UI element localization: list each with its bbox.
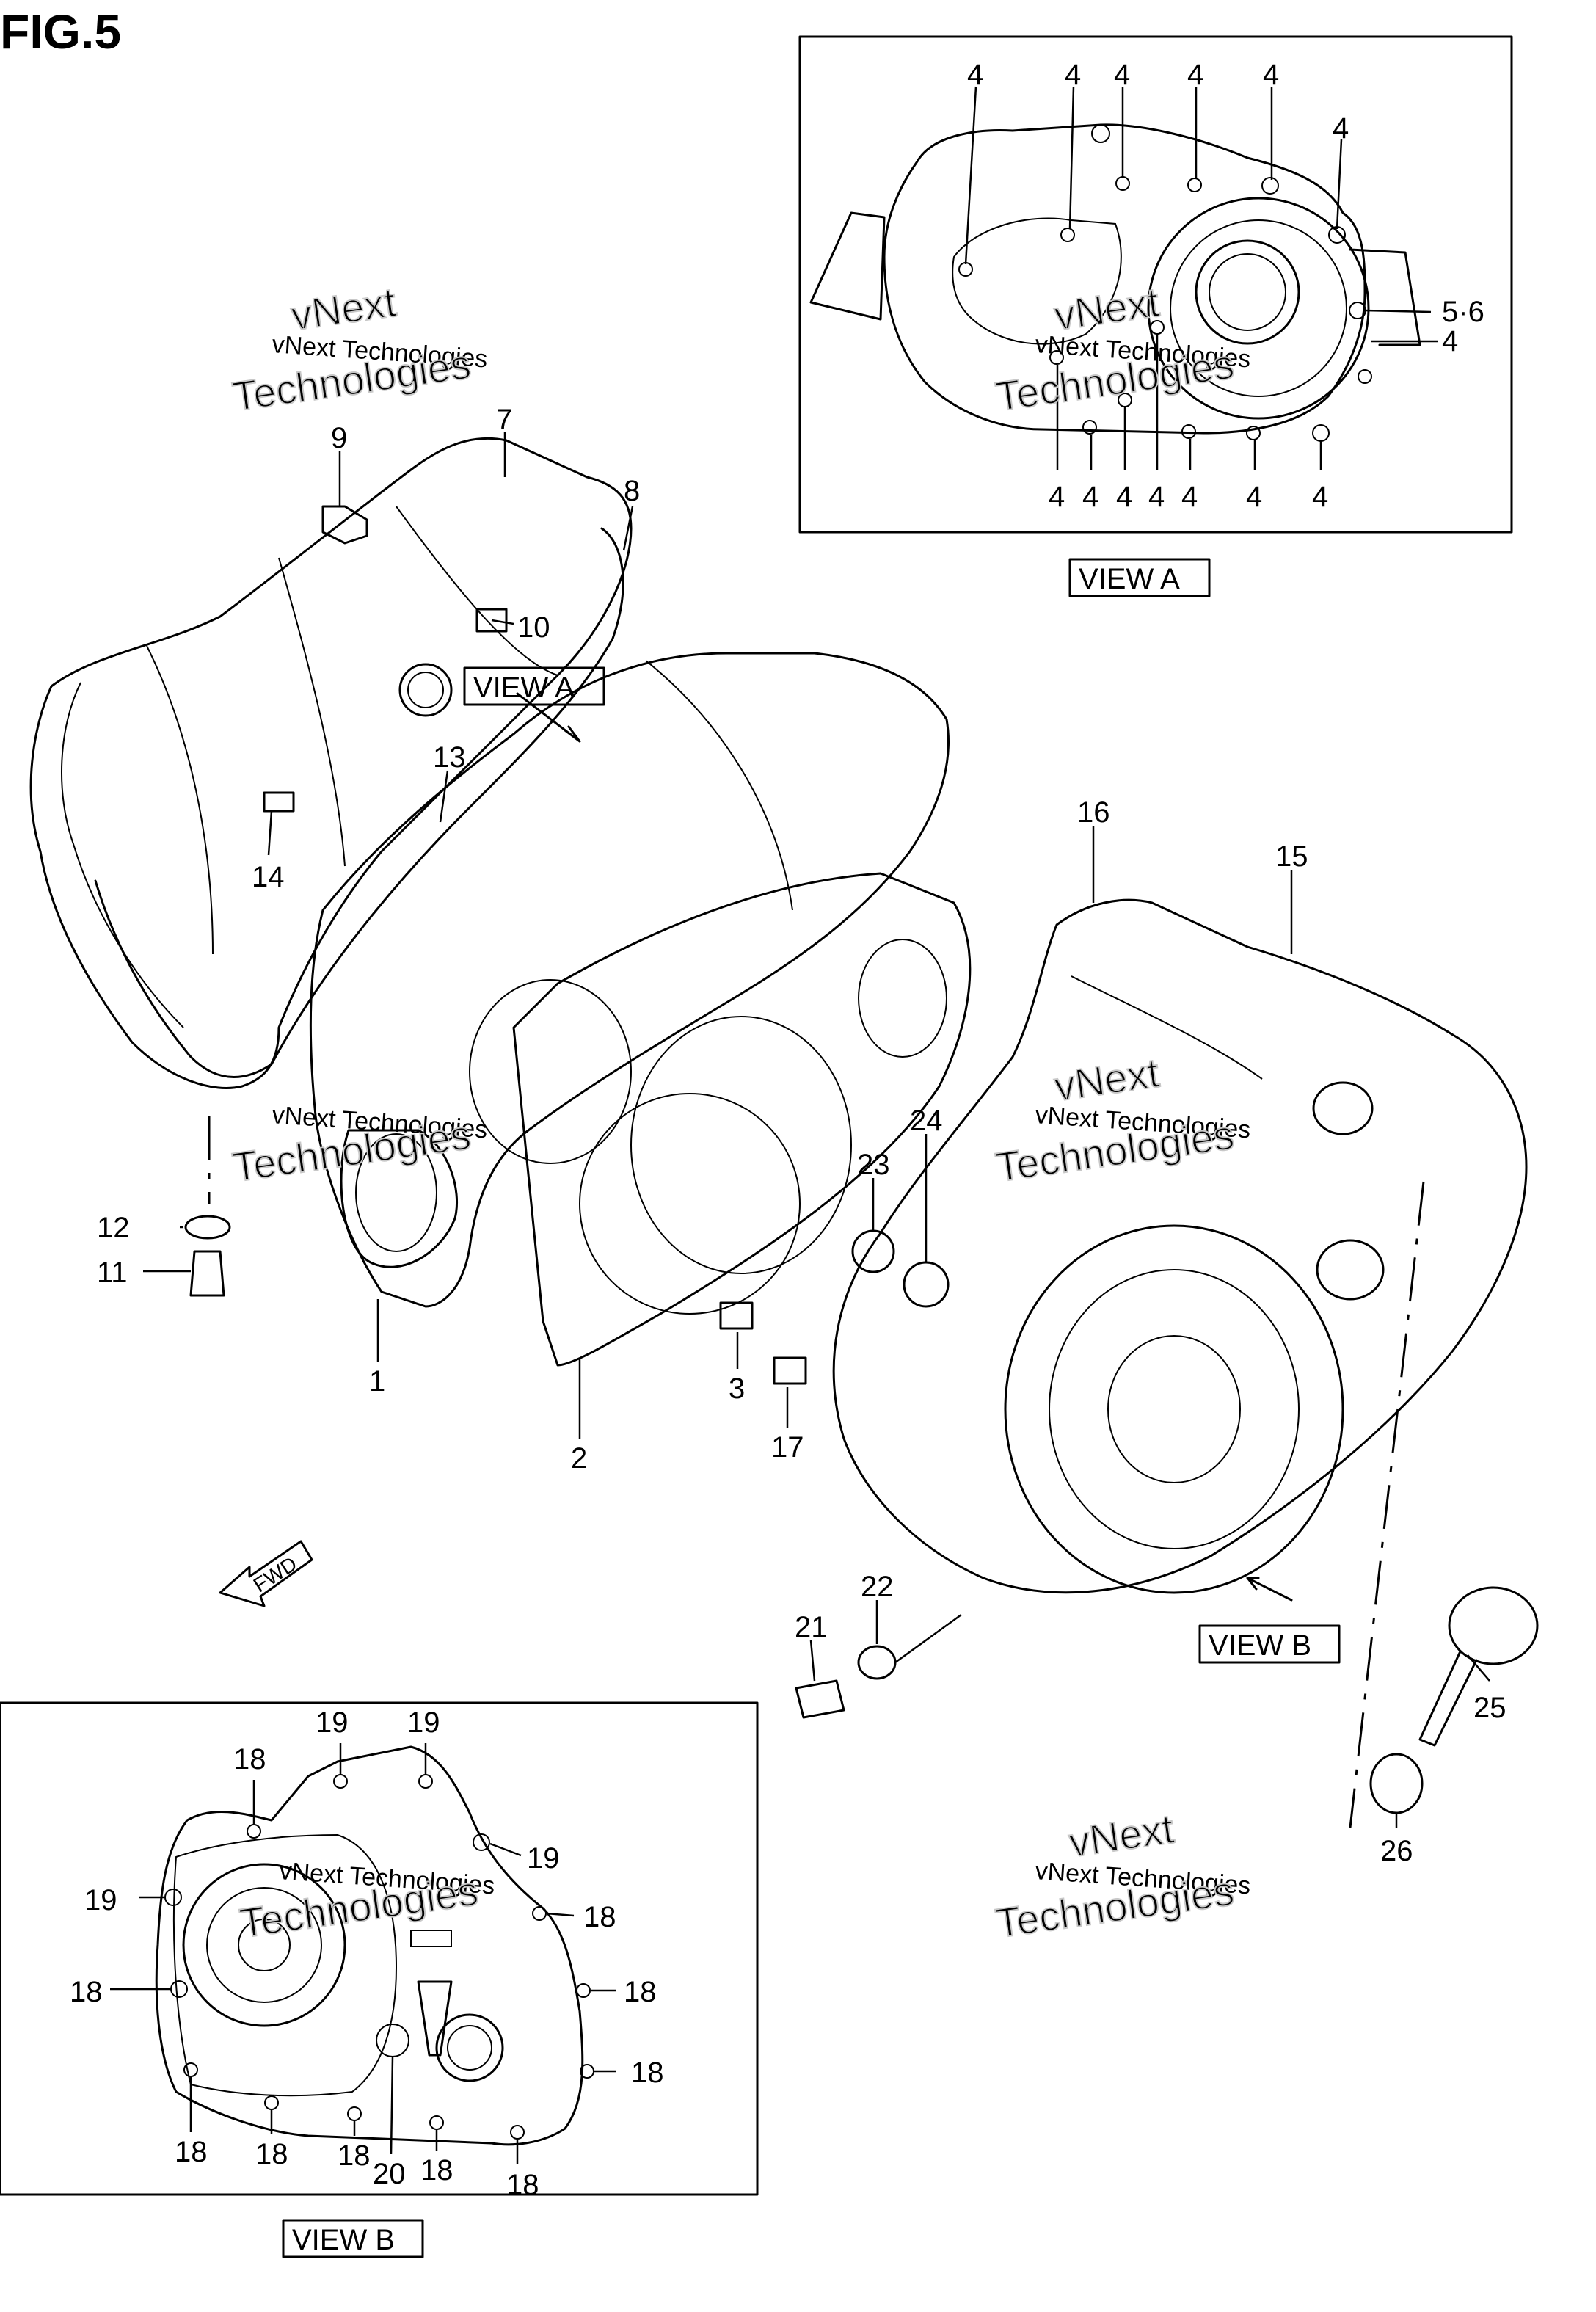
callout-26: 26 [1380, 1835, 1413, 1867]
callout-21: 21 [795, 1611, 828, 1643]
callout-18: 18 [70, 1976, 103, 2008]
callout-19: 19 [316, 1706, 349, 1739]
callout-4: 4 [1312, 481, 1328, 513]
callout-8: 8 [624, 475, 640, 507]
callout-20: 20 [373, 2158, 406, 2190]
callout-4: 4 [1181, 481, 1198, 513]
callout-24: 24 [910, 1105, 943, 1137]
callout-4: 4 [1116, 481, 1132, 513]
part-21-bolt [795, 1679, 845, 1719]
callout-4: 4 [1442, 325, 1458, 357]
callout-18: 18 [175, 2136, 208, 2168]
callout-4: 4 [1263, 59, 1279, 91]
part-17-dowel [773, 1356, 807, 1385]
main-leaders [143, 432, 1490, 1828]
part-14-bolt [263, 791, 295, 813]
callout-18: 18 [255, 2138, 288, 2170]
view-b-label: VIEW B [292, 2224, 395, 2256]
callout-18: 18 [583, 1901, 616, 1933]
view-b-frame [0, 1701, 759, 2196]
callout-9: 9 [331, 422, 347, 454]
fwd-arrow: FWD [219, 1540, 313, 1607]
view-a-callouts: 4 4 4 4 4 4 5·6 4 4 4 4 4 4 4 4 [967, 59, 1484, 513]
callout-18: 18 [506, 2169, 539, 2201]
callout-4: 4 [1333, 112, 1349, 145]
view-a-label: VIEW A [1079, 563, 1180, 595]
view-b-bolt-holes [164, 1774, 594, 2140]
callout-14: 14 [252, 861, 285, 893]
part-26-o-ring [1369, 1753, 1424, 1814]
callout-18: 18 [631, 2057, 664, 2089]
view-a-leaders [964, 86, 1438, 470]
part-2-crankcase [309, 652, 950, 1308]
callout-18: 18 [233, 1743, 266, 1775]
callout-1: 1 [369, 1365, 385, 1397]
watermark-outline: vNext [288, 279, 399, 339]
part-9-bolt [321, 505, 368, 545]
callout-2: 2 [571, 1442, 587, 1475]
view-a-inset: 4 4 4 4 4 4 5·6 4 4 4 4 4 4 4 4 VIEW A [798, 35, 1513, 597]
part-3-dowel [719, 1301, 754, 1330]
callout-4: 4 [1082, 481, 1098, 513]
part-25-oil-cap [1448, 1586, 1539, 1665]
callout-13: 13 [433, 741, 466, 774]
callout-11: 11 [97, 1257, 128, 1289]
callout-23: 23 [857, 1149, 890, 1181]
part-10-dowel [475, 608, 508, 633]
view-b-arrow-label: VIEW B [1209, 1629, 1311, 1662]
figure-title: FIG.5 [0, 4, 121, 59]
callout-4: 4 [1114, 59, 1130, 91]
watermark-outline: vNext [1066, 1806, 1177, 1866]
clutch-cover-outline [883, 123, 1366, 435]
callout-7: 7 [496, 404, 512, 436]
part-22-washer [857, 1645, 897, 1680]
callout-17: 17 [771, 1431, 804, 1464]
callout-12: 12 [97, 1212, 130, 1244]
callout-4: 4 [1065, 59, 1081, 91]
callout-3: 3 [729, 1373, 745, 1405]
part-7-outer-cover [29, 437, 633, 1089]
watermark-outline: vNext [1052, 279, 1162, 339]
callout-18: 18 [420, 2154, 453, 2186]
view-a-frame [798, 35, 1513, 534]
callout-19: 19 [84, 1884, 117, 1916]
callout-4: 4 [1049, 481, 1065, 513]
callout-4: 4 [967, 59, 983, 91]
callout-15: 15 [1275, 840, 1308, 873]
view-b-inset: 19 19 18 19 19 18 18 18 18 18 18 18 20 1… [0, 1701, 759, 2258]
callout-19: 19 [527, 1842, 560, 1875]
callout-19: 19 [407, 1706, 440, 1739]
part-8-gasket [94, 527, 624, 1078]
watermarks: vNext Technologies Technologies vNext Te… [229, 278, 1252, 1947]
callout-18: 18 [624, 1976, 657, 2008]
watermark-outline: vNext [1052, 1050, 1162, 1110]
callout-5-6: 5·6 [1442, 296, 1484, 328]
view-a-arrow-label: VIEW A [473, 672, 575, 704]
callout-18: 18 [338, 2140, 371, 2172]
part-23-plug [851, 1229, 895, 1273]
part-16-right-cover [832, 898, 1528, 1594]
part-24-seal [903, 1261, 950, 1308]
part-1-duct [340, 1129, 459, 1268]
view-b-leaders [110, 1743, 616, 2164]
callout-4: 4 [1148, 481, 1165, 513]
callout-4: 4 [1187, 59, 1203, 91]
callout-22: 22 [861, 1571, 894, 1603]
view-b-callouts: 19 19 18 19 19 18 18 18 18 18 18 18 20 1… [70, 1706, 664, 2201]
part-12-washer [184, 1215, 231, 1240]
right-cover-outline [155, 1745, 584, 2146]
callout-16: 16 [1077, 796, 1110, 829]
exploded-view: VIEW A VIEW B FWD 9 7 8 10 13 14 12 11 1… [29, 404, 1539, 1867]
part-11-bolt [189, 1250, 225, 1297]
callout-10: 10 [517, 611, 550, 644]
callout-4: 4 [1246, 481, 1262, 513]
callout-25: 25 [1473, 1692, 1506, 1724]
main-callouts: 9 7 8 10 13 14 12 11 1 2 3 16 15 24 23 1… [97, 404, 1506, 1867]
